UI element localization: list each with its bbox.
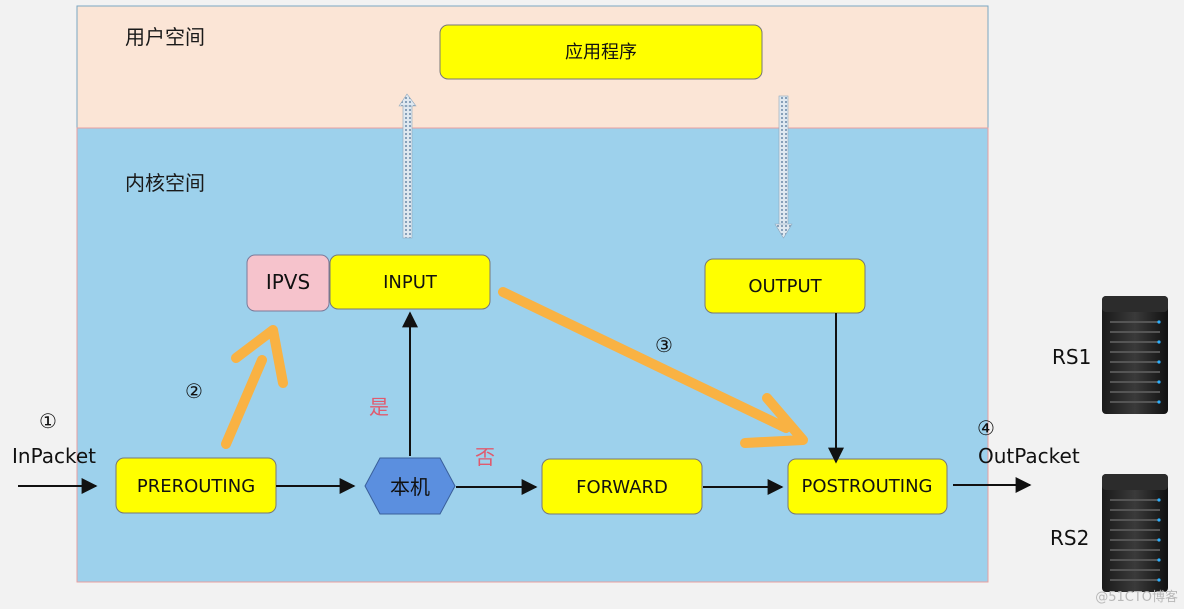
kernel-space-label: 内核空间 (125, 171, 205, 195)
output-box[interactable] (704, 258, 866, 314)
rs1-server-icon (1102, 296, 1168, 414)
rs2-label: RS2 (1050, 526, 1089, 550)
output-label: OUTPUT (748, 276, 822, 297)
ipvs-box[interactable] (246, 254, 330, 312)
ipvs-label: IPVS (266, 270, 310, 294)
rs1-label: RS1 (1052, 345, 1091, 369)
prerouting-label: PREROUTING (137, 476, 255, 497)
postrouting-label: POSTROUTING (801, 476, 932, 497)
input-label: INPUT (383, 272, 438, 293)
application-label: 应用程序 (565, 42, 637, 63)
step-2-marker: ② (185, 379, 203, 403)
yes-label: 是 (369, 395, 389, 419)
input-box[interactable] (329, 254, 491, 310)
local-host-hexagon[interactable] (364, 457, 456, 515)
watermark: @51CTO博客 (1095, 589, 1178, 605)
forward-box[interactable] (541, 458, 703, 515)
forward-label: FORWARD (576, 477, 668, 498)
no-label: 否 (475, 445, 495, 469)
postrouting-box[interactable] (787, 458, 948, 515)
app-to-output-dotted-arrow (774, 95, 793, 239)
application-box[interactable] (439, 24, 763, 80)
rs2-server-icon (1102, 474, 1168, 592)
inpacket-label: InPacket (12, 444, 96, 468)
input-to-postrouting-highlight-arrow (498, 287, 808, 448)
step-1-marker: ① (39, 409, 57, 433)
prerouting-to-ipvs-highlight-arrow (221, 325, 288, 449)
local-host-label: 本机 (390, 475, 430, 499)
input-to-app-dotted-arrow (398, 93, 417, 239)
outpacket-label: OutPacket (978, 444, 1080, 468)
step-3-marker: ③ (655, 333, 673, 357)
step-4-marker: ④ (977, 416, 995, 440)
user-space-label: 用户空间 (125, 25, 205, 49)
